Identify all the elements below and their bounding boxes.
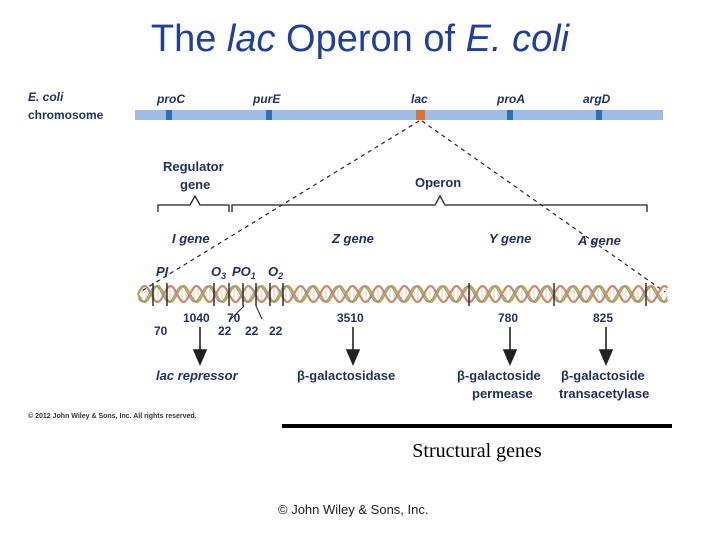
product-repressor: lac repressor — [156, 368, 239, 383]
operon-label: Operon — [415, 175, 461, 190]
site-o3: O3 — [211, 264, 226, 281]
slide-title: The lac Operon of E. coli — [150, 18, 570, 60]
gene-label-y: Y gene — [489, 231, 531, 246]
helix-strand — [137, 285, 668, 303]
chromosome-label-line2: chromosome — [28, 108, 104, 122]
title-ecoli: E. coli — [465, 18, 570, 60]
product-permease-line1: β-galactoside — [457, 368, 541, 383]
length-825: 825 — [593, 311, 613, 325]
gene-label-i: I gene — [172, 231, 210, 246]
gene-purE: purE — [252, 92, 281, 106]
zoom-line-left — [139, 120, 420, 293]
gene-label-a: A gene — [577, 233, 621, 248]
site-pi: PI — [156, 264, 169, 279]
length-3510: 3510 — [337, 311, 364, 325]
structural-genes-bar — [282, 424, 672, 428]
site-o2: O2 — [268, 264, 283, 281]
length-70-pi: 70 — [154, 324, 168, 338]
marker-argD — [596, 110, 602, 120]
figure-copyright: © 2012 John Wiley & Sons, Inc. All right… — [28, 412, 197, 420]
helix-strand — [137, 284, 669, 304]
regulator-label-line2: gene — [180, 177, 210, 192]
gene-label-z: Z gene — [331, 231, 374, 246]
gene-proA: proA — [496, 92, 525, 106]
structural-genes-label: Structural genes — [412, 440, 542, 462]
pointer-22 — [255, 305, 263, 320]
pointer-70 — [228, 305, 245, 322]
chromosome-label-line1: E. coli — [28, 90, 64, 104]
dna-helix — [137, 284, 669, 304]
title-lac: lac — [226, 18, 276, 60]
length-22-o3: 22 — [218, 324, 232, 338]
product-transacetylase-line1: β-galactoside — [561, 368, 645, 383]
gene-lac: lac — [411, 92, 428, 106]
marker-purE — [266, 110, 272, 120]
slide-copyright: © John Wiley & Sons, Inc. — [278, 502, 429, 517]
regulator-bracket — [157, 194, 230, 212]
length-780: 780 — [498, 311, 518, 325]
gene-proC: proC — [156, 92, 185, 106]
regulator-label-line1: Regulator — [163, 159, 224, 174]
length-1040: 1040 — [183, 311, 210, 325]
site-po1: PO1 — [232, 264, 256, 281]
gene-argD: argD — [583, 92, 611, 106]
boundary-ticks — [152, 283, 647, 306]
product-permease-line2: permease — [472, 386, 533, 401]
operon-bracket — [231, 194, 648, 212]
length-70-po: 70 — [227, 311, 241, 325]
product-transacetylase-line2: transacetylase — [559, 386, 649, 401]
length-22-o2: 22 — [269, 324, 283, 338]
marker-proA — [507, 110, 513, 120]
helix-strand — [137, 284, 669, 304]
marker-lac — [416, 110, 425, 120]
chromosome-bar — [135, 110, 663, 120]
zoom-line-right — [421, 120, 666, 293]
marker-proC — [166, 110, 172, 120]
product-arrows — [192, 327, 614, 367]
product-galactosidase: β-galactosidase — [297, 368, 395, 383]
length-22-o1: 22 — [245, 324, 259, 338]
